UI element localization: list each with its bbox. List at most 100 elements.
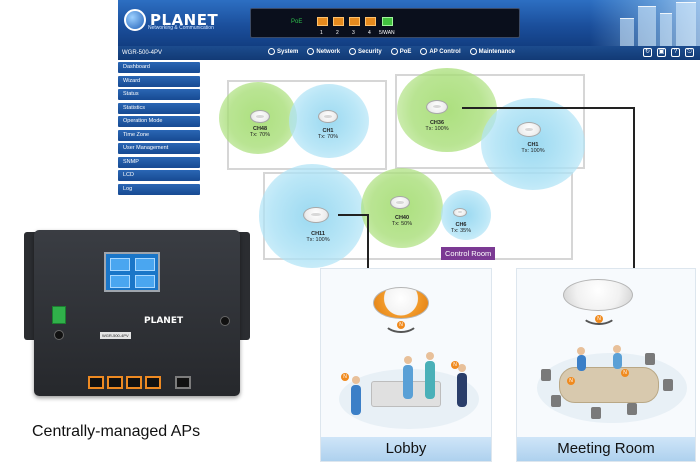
model-name: WGR-500-4PV: [122, 50, 163, 56]
ap-channel: CH1: [322, 128, 334, 134]
ethernet-ports: [88, 376, 191, 389]
nav-maintenance[interactable]: Maintenance: [469, 48, 515, 55]
nav-network[interactable]: Network: [307, 48, 340, 55]
ap-channel: CH48: [252, 126, 268, 132]
wifi-badge-icon: N: [397, 321, 405, 329]
port-5-label: 5/WAN: [379, 30, 395, 36]
access-point-icon[interactable]: [250, 110, 270, 123]
main-nav: WGR-500-4PV System Network Security PoE …: [118, 46, 700, 60]
nav-poe[interactable]: PoE: [390, 48, 412, 55]
logout-icon[interactable]: ⎋: [685, 48, 694, 57]
person-figure: [457, 373, 467, 407]
wan-port: [175, 376, 191, 389]
meeting-room-label: Meeting Room: [517, 437, 695, 461]
person-figure: [577, 355, 586, 371]
port-3-indicator[interactable]: [349, 17, 360, 26]
wrench-icon: [469, 48, 477, 55]
port-gap: [164, 376, 172, 389]
port-2-label: 2: [336, 30, 339, 36]
sidebar-item-status[interactable]: Status: [118, 89, 200, 100]
sidebar-item-time-zone[interactable]: Time Zone: [118, 129, 200, 141]
sidebar-item-lcd[interactable]: LCD: [118, 170, 200, 181]
person-figure: [425, 361, 435, 399]
screen-tile: [135, 258, 155, 271]
access-point-icon[interactable]: [517, 122, 541, 137]
nav-system[interactable]: System: [268, 48, 298, 55]
meeting-room-scene: N N N Meeting Room: [516, 268, 696, 462]
person-head: [426, 352, 434, 360]
poe-label: PoE: [291, 19, 303, 25]
wifi-badge-icon: N: [341, 373, 349, 381]
person-figure: [403, 365, 413, 399]
nav-ap-control[interactable]: AP Control: [420, 48, 461, 55]
shield-icon: [349, 48, 357, 55]
sidebar-menu: Dashboard Wizard Status Statistics Opera…: [118, 62, 200, 197]
connector-line: [462, 107, 634, 109]
access-point-icon[interactable]: [453, 208, 467, 217]
lan-port: [145, 376, 161, 389]
device-model-tag: WGR-500-4PV: [100, 332, 131, 339]
person-head: [577, 347, 585, 355]
person-head: [404, 356, 412, 364]
sidebar-item-statistics[interactable]: Statistics: [118, 102, 200, 114]
sidebar-item-log[interactable]: Log: [118, 183, 200, 195]
lobby-scene: N N N Lobby: [320, 268, 492, 462]
globe-icon: [124, 9, 146, 31]
brand-name: PLANET: [150, 11, 219, 29]
nav-poe-label: PoE: [399, 48, 412, 55]
sidebar-item-operation-mode[interactable]: Operation Mode: [118, 116, 200, 127]
wifi-badge-icon: N: [567, 377, 575, 385]
connector-line: [633, 107, 635, 293]
screen-tile: [110, 258, 130, 271]
device-brand: PLANET: [144, 316, 184, 326]
nav-system-label: System: [277, 48, 299, 55]
port-5-indicator[interactable]: [382, 17, 393, 26]
sidebar-item-snmp[interactable]: SNMP: [118, 156, 200, 168]
port-1-label: 1: [320, 30, 323, 36]
access-point-icon[interactable]: [426, 100, 448, 114]
screen-tile: [135, 275, 155, 288]
port-2-indicator[interactable]: [333, 17, 344, 26]
chair: [627, 403, 637, 415]
nav-maintenance-label: Maintenance: [478, 48, 515, 55]
chair: [663, 379, 673, 391]
nav-network-label: Network: [316, 48, 341, 55]
caption: Centrally-managed APs: [32, 423, 201, 440]
planet-logo[interactable]: PLANET: [124, 9, 218, 31]
save-icon[interactable]: ▣: [657, 48, 666, 57]
wifi-badge-icon: N: [451, 361, 459, 369]
wifi-wave: [383, 309, 419, 333]
ap-channel: CH1: [527, 142, 539, 148]
power-terminal: [52, 306, 66, 324]
refresh-icon[interactable]: ↻: [643, 48, 652, 57]
sidebar-item-user-management[interactable]: User Management: [118, 143, 200, 154]
mount-hole: [220, 316, 230, 326]
access-point-icon[interactable]: [390, 196, 410, 209]
lan-port: [126, 376, 142, 389]
person-figure: [613, 353, 622, 369]
ap-tx-power: Tx: 35%: [450, 228, 472, 234]
control-room-label: Control Room: [441, 247, 496, 260]
port-4-indicator[interactable]: [365, 17, 376, 26]
port-1-indicator[interactable]: [317, 17, 328, 26]
coverage-zone: [441, 190, 491, 240]
coverage-zone: [397, 68, 497, 152]
lan-port: [88, 376, 104, 389]
help-icon[interactable]: ?: [671, 48, 680, 57]
meeting-table: [559, 367, 659, 403]
access-point-icon[interactable]: [318, 110, 338, 123]
access-point-icon[interactable]: [303, 207, 329, 223]
nav-security[interactable]: Security: [349, 48, 382, 55]
brand-tagline: Networking & Communication: [148, 25, 214, 31]
chair: [645, 353, 655, 365]
sidebar-item-dashboard[interactable]: Dashboard: [118, 62, 200, 73]
ap-channel: CH6: [455, 222, 467, 228]
sidebar-item-wizard[interactable]: Wizard: [118, 75, 200, 87]
network-icon: [307, 48, 315, 55]
